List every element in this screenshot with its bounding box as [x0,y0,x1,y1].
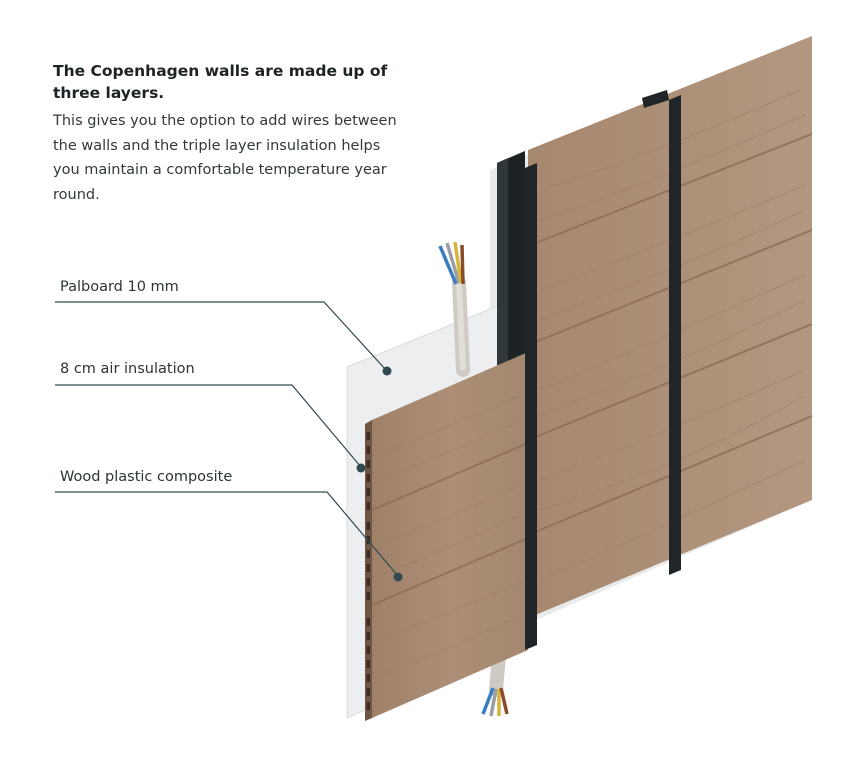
leader-line-air-insulation [55,384,362,468]
callout-dot-air-insulation [356,463,366,473]
leader-line-composite [55,491,399,577]
heading: The Copenhagen walls are made up of thre… [53,62,388,102]
callout-label-wood-plastic-composite: Wood plastic composite [60,469,233,485]
batten-front-left [525,163,537,650]
batten-front-right [669,95,681,575]
description: This gives you the option to add wires b… [53,113,397,203]
callout-label-palboard: Palboard 10 mm [60,279,179,295]
cable-top [438,241,470,377]
wood-panel-front [372,352,528,718]
callout-label-air-insulation: 8 cm air insulation [60,361,195,377]
callout-dot-composite [393,572,403,582]
leader-line-palboard [55,301,387,371]
callout-dot-palboard [382,366,392,376]
